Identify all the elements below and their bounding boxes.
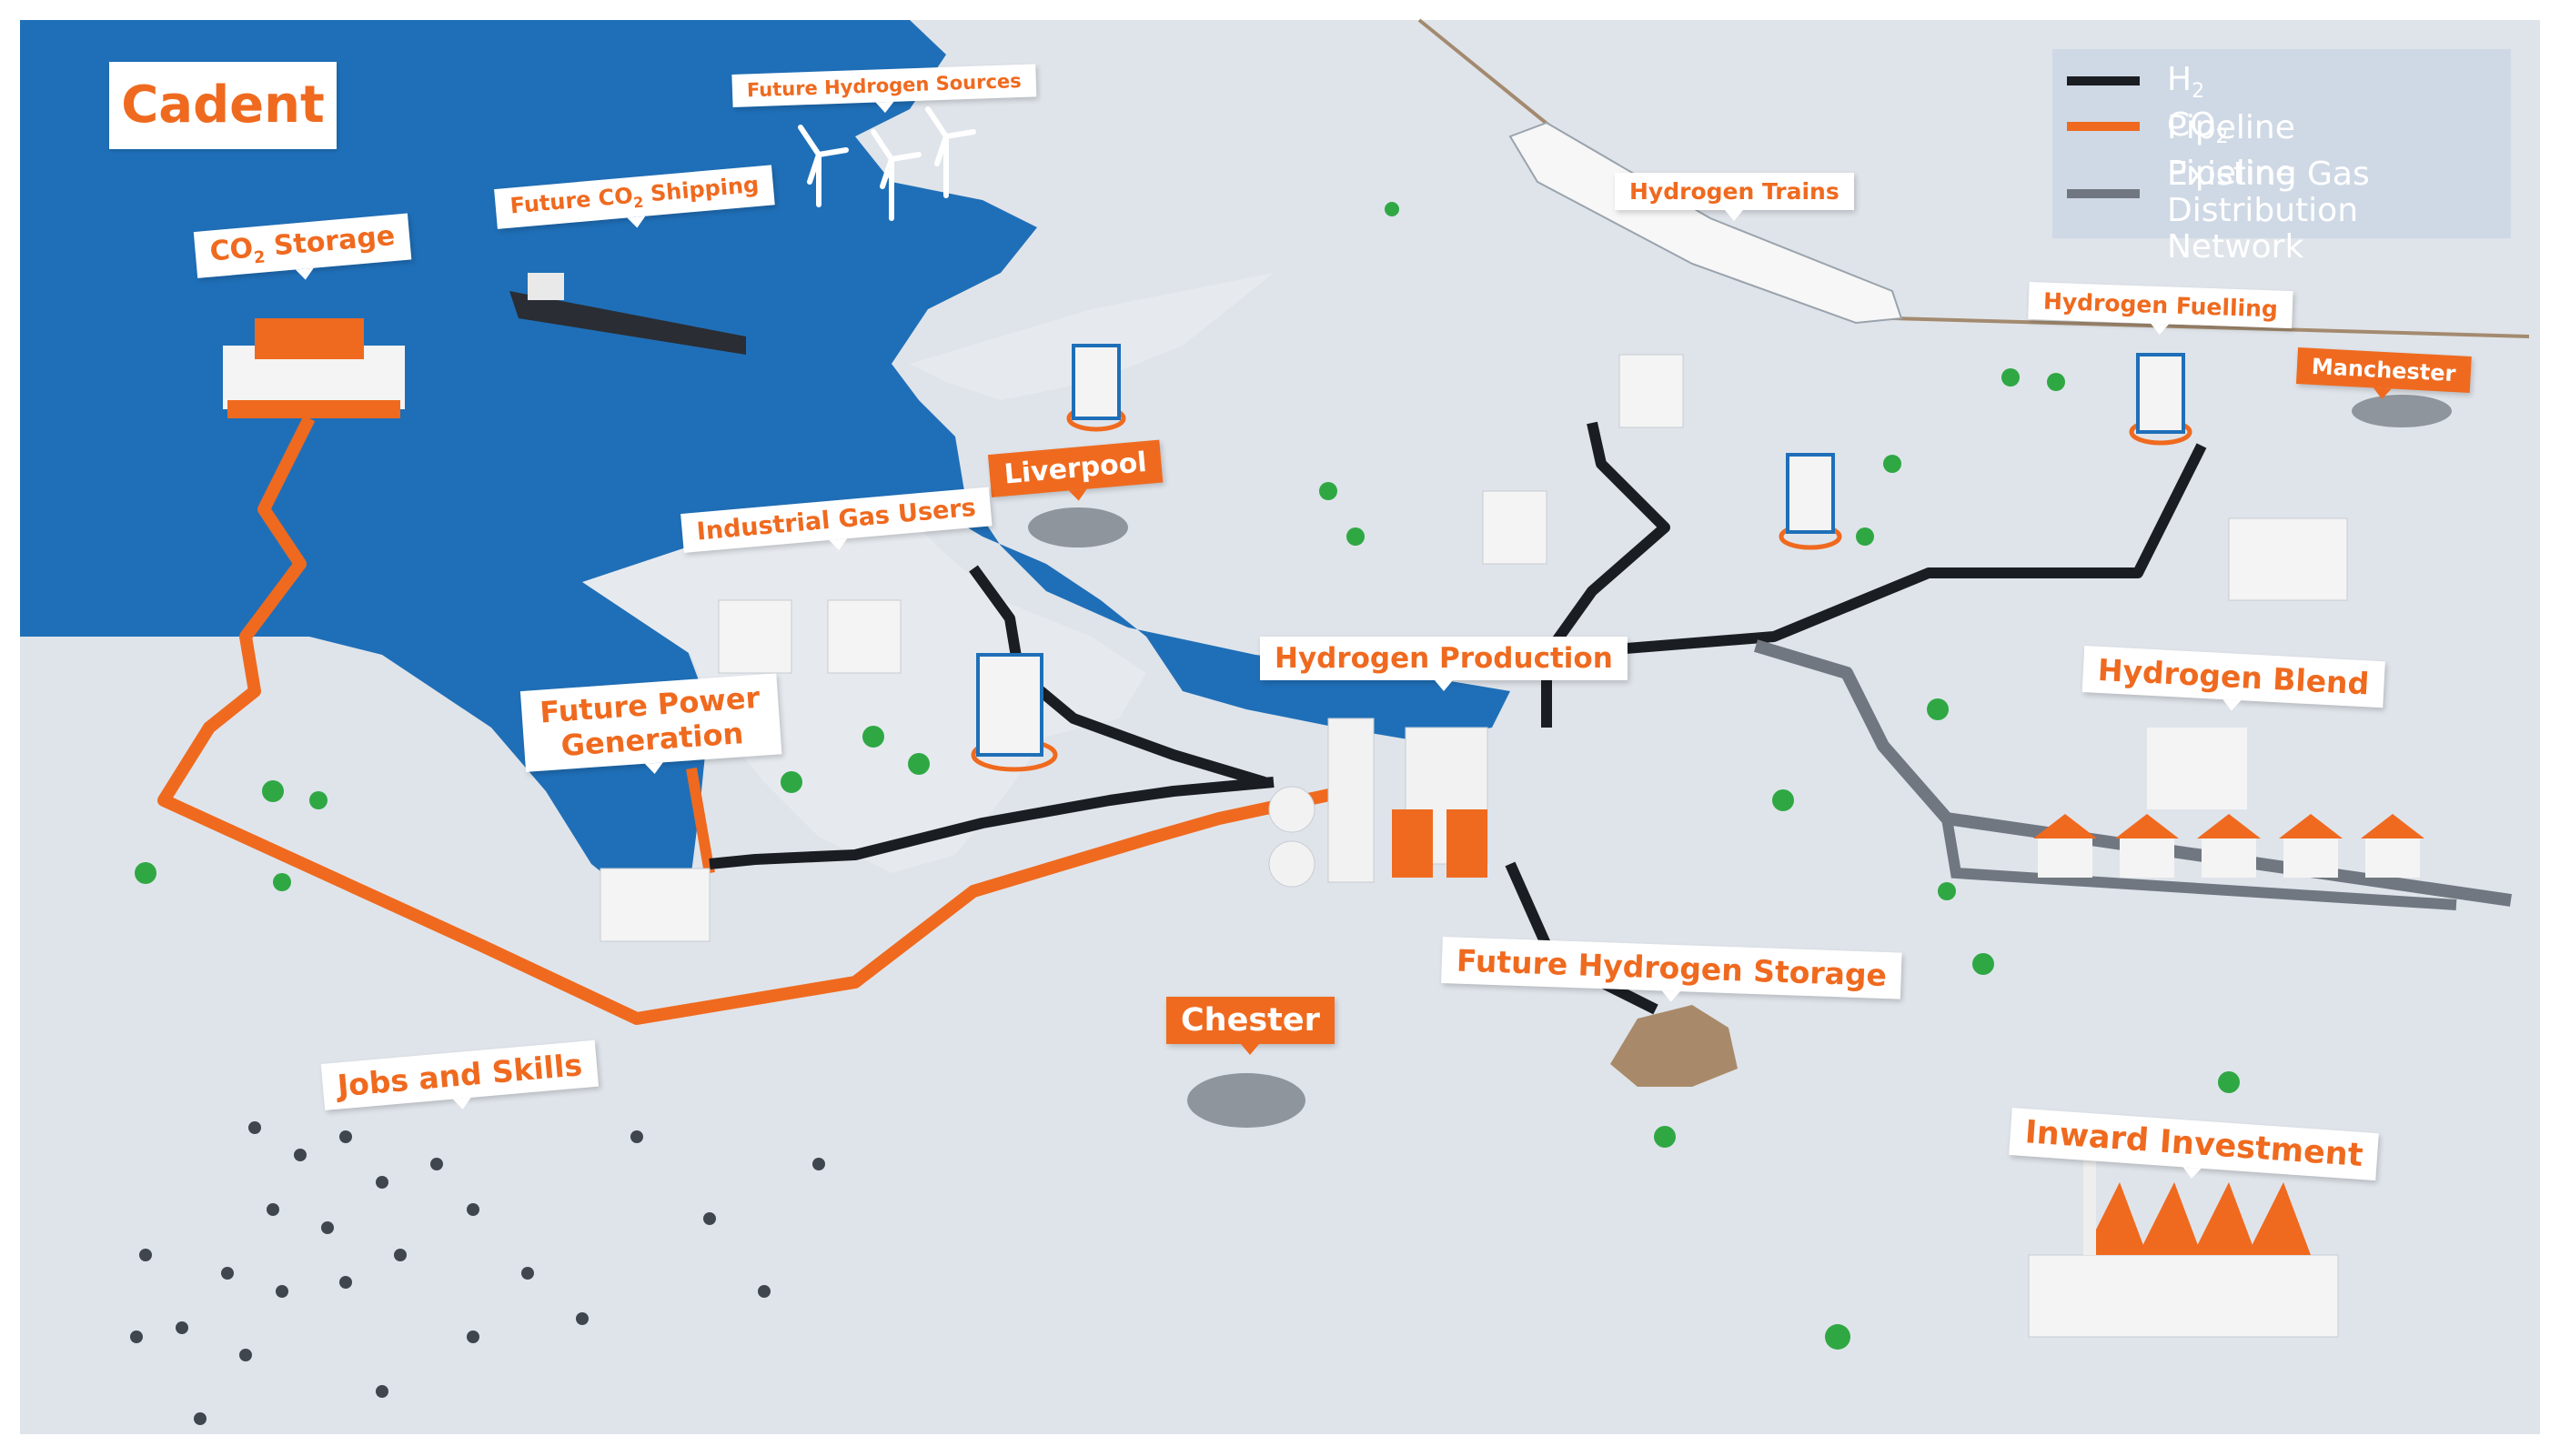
hydrogen-storage-rock: [1610, 1005, 1738, 1087]
chester-marker: [1187, 1073, 1305, 1128]
co2-ship: [509, 291, 746, 355]
legend-gas-network: Existing Gas Distribution Network: [2067, 156, 2504, 266]
legend: H2 Pipeline CO2 Pipeline Existing Gas Di…: [2052, 49, 2511, 266]
manchester-marker: [2352, 395, 2452, 427]
industrial-buildings: [600, 354, 2348, 942]
h2-pipeline-swatch: [2067, 76, 2140, 85]
gas-network-swatch: [2067, 189, 2140, 198]
label-chester: Chester: [1166, 997, 1335, 1055]
h2-pipeline-west: [709, 777, 1275, 869]
people-crowd: [130, 1049, 825, 1425]
fuelling-stations: [971, 344, 2192, 772]
liverpool-marker: [1028, 507, 1128, 547]
north-land: [910, 273, 1274, 400]
co2-pipeline-swatch: [2067, 122, 2140, 131]
hydrogen-train: [1508, 121, 1903, 325]
h2-pipeline-liverpool: [969, 565, 1266, 788]
co2-pipeline: [157, 415, 1348, 1025]
legend-co2-label: CO2 Pipeline: [2167, 106, 2295, 193]
legend-h2-label: H2 Pipeline: [2167, 61, 2295, 147]
houses: [2038, 728, 2420, 878]
railway-east: [1891, 316, 2530, 338]
label-hydrogen-trains: Hydrogen Trains: [1615, 173, 1854, 221]
co2-branch: [686, 767, 715, 875]
legend-gas-label-line2: Distribution Network: [2167, 192, 2359, 266]
wind-turbines: [798, 106, 976, 221]
house-roofs: [2033, 814, 2424, 838]
legend-gas-label-line1: Existing Gas: [2167, 156, 2370, 193]
cadent-logo-text: Cadent: [121, 75, 325, 135]
label-hydrogen-production: Hydrogen Production: [1260, 637, 1628, 691]
co2-storage-platform: [223, 318, 405, 418]
gas-network-branch: [1941, 818, 2457, 910]
factory: [2028, 1155, 2339, 1338]
hydrogen-production-plant: [1268, 718, 1488, 888]
co2-ship-deck: [528, 273, 564, 300]
cadent-logo: Cadent: [109, 62, 337, 149]
trees: [135, 202, 2240, 1350]
h2-pipeline-east: [1546, 443, 2207, 660]
